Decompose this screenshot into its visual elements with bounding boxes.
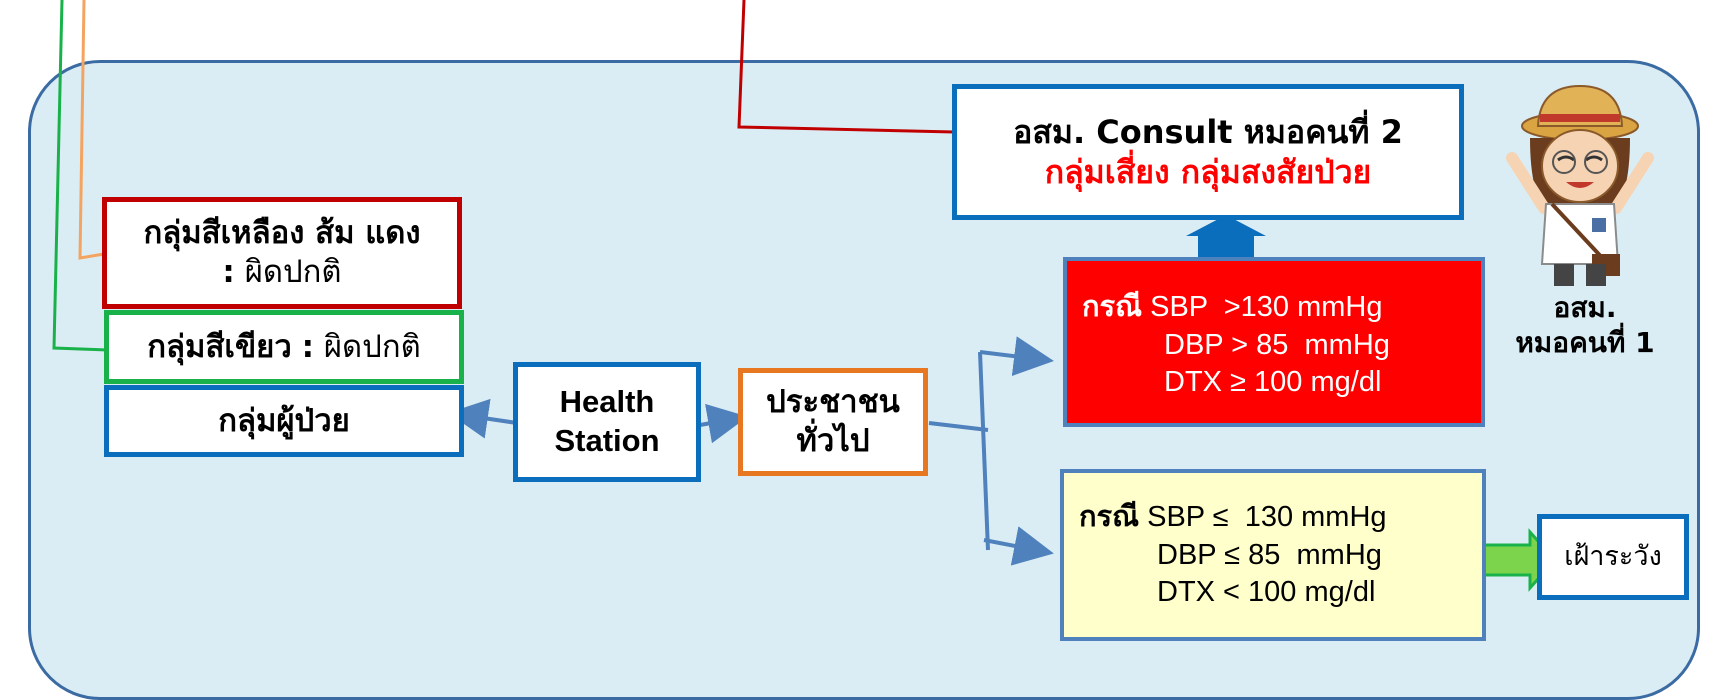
surveillance-box: เฝ้าระวัง	[1537, 514, 1689, 600]
up-arrow	[1186, 215, 1266, 262]
branch-line	[928, 421, 989, 432]
general-public-box: ประชาชน ทั่วไป	[738, 368, 928, 476]
high-risk-case-box: กรณี SBP >130 mmHg DBP > 85 mmHg DTX ≥ 1…	[1063, 257, 1485, 427]
vhv-mascot-illustration	[1506, 84, 1654, 286]
general-public-line2: ทั่วไป	[796, 423, 870, 459]
surveillance-label: เฝ้าระวัง	[1564, 541, 1662, 573]
case-prefix: กรณี	[1079, 501, 1140, 533]
dbp-threshold: DBP ≤ 85 mmHg	[1157, 538, 1382, 571]
health-station-line2: Station	[554, 423, 660, 458]
arrow-to-high-case	[979, 336, 1054, 377]
arrow-to-public	[699, 403, 748, 444]
health-station-box: Health Station	[513, 362, 701, 482]
sbp-threshold: SBP ≤ 130 mmHg	[1139, 501, 1387, 533]
green-group-box: กลุ่มสีเขียว : ผิดปกติ	[104, 310, 464, 384]
arrow-to-patients	[448, 398, 518, 439]
yellow-orange-red-group-title: กลุ่มสีเหลือง ส้ม แดง	[143, 215, 421, 252]
case-prefix: กรณี	[1082, 291, 1143, 323]
dtx-threshold: DTX < 100 mg/dl	[1157, 576, 1376, 609]
orange-connector-line	[78, 0, 105, 260]
dtx-threshold: DTX ≥ 100 mg/dl	[1164, 366, 1382, 399]
health-station-line1: Health	[559, 384, 655, 420]
vhv-doctor1-label: อสม. หมอคนที่ 1	[1495, 290, 1675, 360]
abnormal-status: ผิดปกติ	[323, 328, 421, 365]
sbp-threshold: SBP >130 mmHg	[1142, 291, 1383, 323]
patients-group-box: กลุ่มผู้ป่วย	[104, 385, 464, 457]
green-group-title: กลุ่มสีเขียว	[147, 328, 292, 365]
patients-group-title: กลุ่มผู้ป่วย	[218, 402, 350, 439]
normal-case-box: กรณี SBP ≤ 130 mmHg DBP ≤ 85 mmHg DTX < …	[1060, 469, 1486, 641]
yellow-orange-red-group-box: กลุ่มสีเหลือง ส้ม แดง : ผิดปกติ	[102, 197, 462, 309]
red-connector-line	[737, 0, 955, 134]
arrow-to-normal-case	[983, 526, 1054, 566]
general-public-line1: ประชาชน	[766, 384, 900, 421]
dbp-threshold: DBP > 85 mmHg	[1164, 328, 1390, 361]
green-connector-line	[52, 0, 109, 352]
colon: :	[222, 254, 235, 290]
consult-doctor2-box: อสม. Consult หมอคนที่ 2 กลุ่มเสี่ยง กลุ่…	[952, 84, 1464, 220]
branch-vertical	[978, 351, 990, 551]
doctor1-title: หมอคนที่ 1	[1515, 326, 1655, 359]
risk-group-label: กลุ่มเสี่ยง กลุ่มสงสัยป่วย	[1044, 153, 1372, 191]
colon: :	[301, 328, 314, 365]
abnormal-status: ผิดปกติ	[244, 254, 342, 290]
consult-title: อสม. Consult หมอคนที่ 2	[1013, 113, 1403, 151]
vhv-title: อสม.	[1553, 291, 1617, 324]
